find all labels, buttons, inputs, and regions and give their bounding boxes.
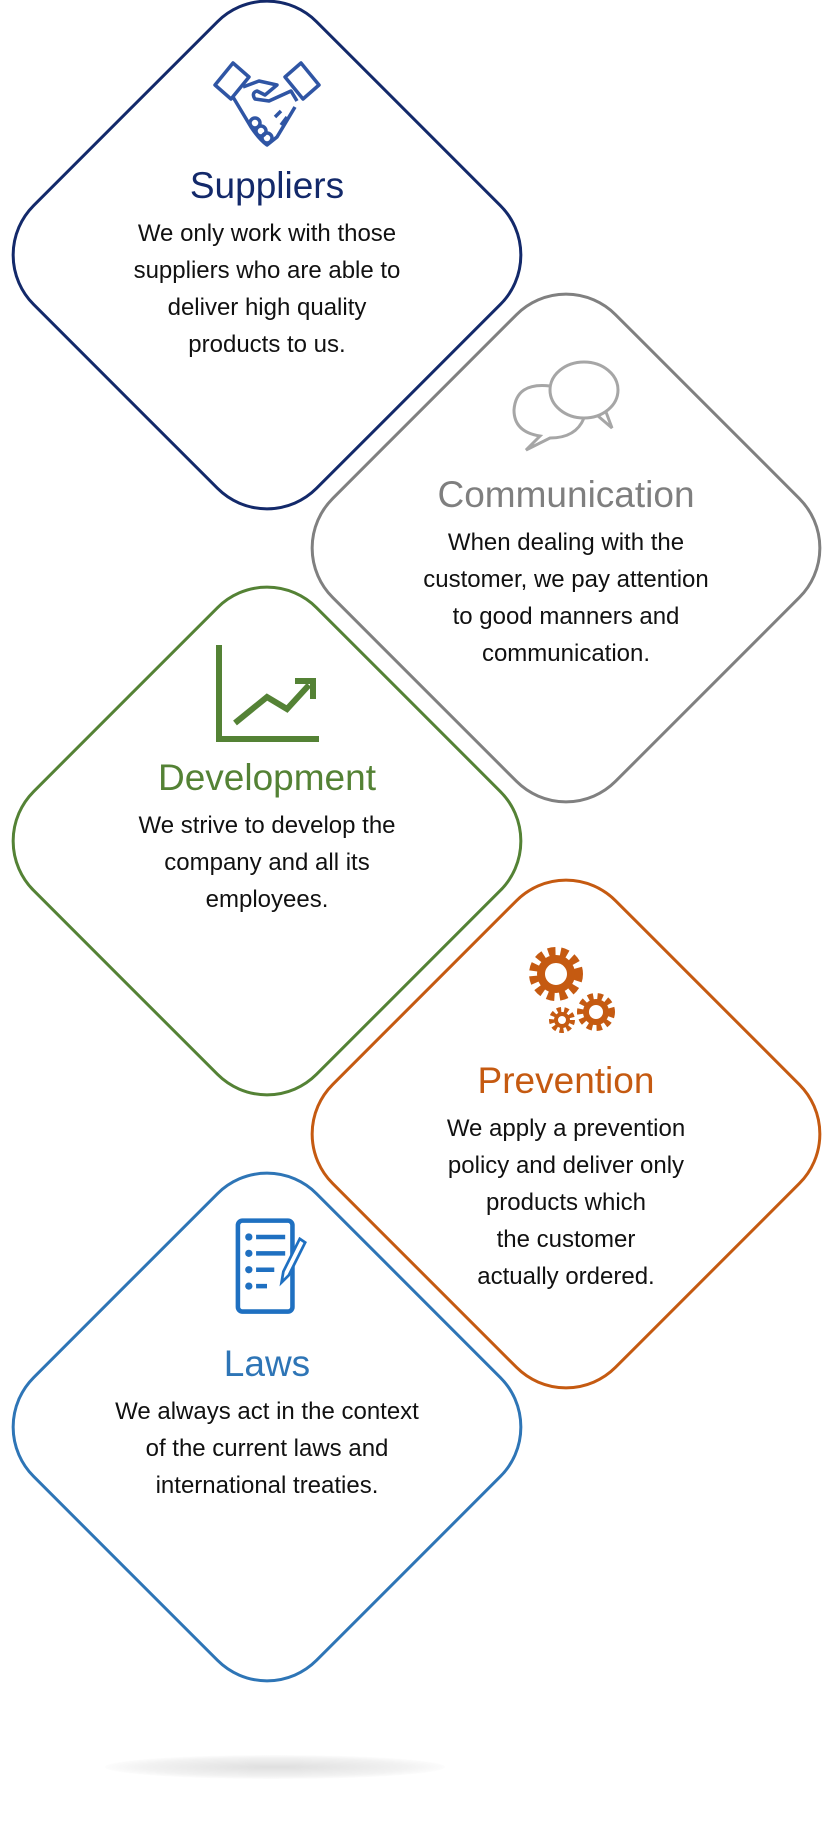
description-line: company and all its bbox=[164, 849, 370, 876]
diamond-frame bbox=[11, 1171, 523, 1683]
description-line: international treaties. bbox=[155, 1472, 379, 1499]
diamond-frame bbox=[310, 292, 822, 804]
description-line: actually ordered. bbox=[477, 1263, 655, 1290]
speech-bubbles-icon bbox=[512, 360, 620, 452]
description-line: of the current laws and bbox=[145, 1435, 389, 1462]
description-line: We always act in the context bbox=[115, 1398, 419, 1425]
description-line: employees. bbox=[205, 886, 329, 913]
card-title: Development bbox=[157, 757, 376, 798]
description-line: We apply a prevention bbox=[446, 1115, 686, 1142]
card-laws: Laws We always act in the context of the… bbox=[7, 1167, 527, 1687]
card-title: Suppliers bbox=[189, 165, 345, 206]
card-title: Prevention bbox=[477, 1060, 655, 1101]
card-description: We always act in the context of the curr… bbox=[7, 1393, 527, 1504]
description-line: When dealing with the bbox=[447, 529, 685, 556]
checklist-icon bbox=[235, 1218, 307, 1314]
card-communication: Communication When dealing with the cust… bbox=[306, 288, 826, 808]
card-title: Communication bbox=[437, 474, 695, 515]
description-line: products which bbox=[485, 1189, 647, 1216]
card-description: We apply a prevention policy and deliver… bbox=[306, 1110, 826, 1295]
diamond-frame bbox=[11, 585, 523, 1097]
diamond-frame bbox=[310, 878, 822, 1390]
description-line: to good manners and bbox=[452, 603, 680, 630]
handshake-icon bbox=[213, 61, 321, 147]
description-line: communication. bbox=[481, 640, 651, 667]
card-description: When dealing with the customer, we pay a… bbox=[306, 524, 826, 672]
card-development: Development We strive to develop the com… bbox=[7, 581, 527, 1101]
card-description: We strive to develop the company and all… bbox=[7, 807, 527, 918]
description-line: suppliers who are able to bbox=[133, 257, 401, 284]
card-description: We only work with those suppliers who ar… bbox=[7, 215, 527, 363]
description-line: customer, we pay attention bbox=[423, 566, 709, 593]
description-line: We strive to develop the bbox=[138, 812, 396, 839]
description-line: We only work with those bbox=[137, 220, 397, 247]
description-line: products to us. bbox=[188, 331, 346, 358]
card-title: Laws bbox=[223, 1343, 311, 1384]
card-suppliers: Suppliers We only work with those suppli… bbox=[7, 0, 527, 515]
gears-icon bbox=[529, 947, 615, 1033]
description-line: policy and deliver only bbox=[447, 1152, 685, 1179]
description-line: the customer bbox=[496, 1226, 636, 1253]
description-line: deliver high quality bbox=[167, 294, 367, 321]
drop-shadow bbox=[105, 1755, 445, 1779]
card-prevention: Prevention We apply a prevention policy … bbox=[306, 874, 826, 1394]
diamond-frame bbox=[11, 0, 523, 511]
growth-chart-icon bbox=[216, 645, 319, 742]
